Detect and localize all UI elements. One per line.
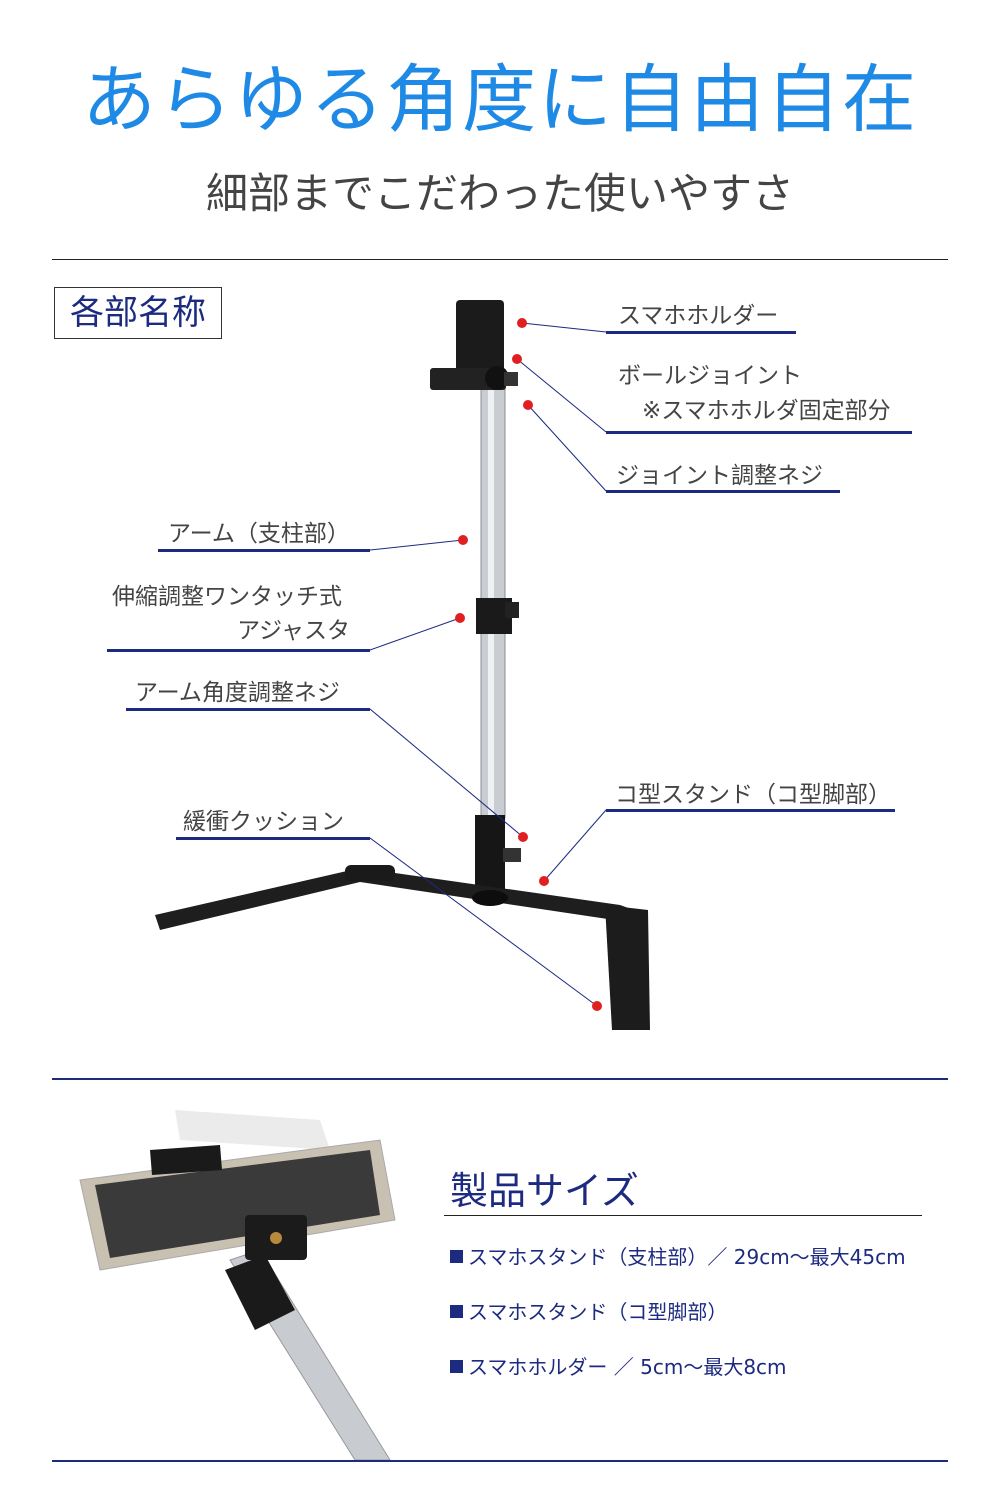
underline xyxy=(126,708,370,711)
leader-lines xyxy=(369,322,607,1007)
spec-text: スマホスタンド（支柱部）／ 29cm〜最大45cm xyxy=(468,1245,906,1269)
label-arm: アーム（支柱部） xyxy=(168,521,350,547)
label-base: コ型スタンド（コ型脚部） xyxy=(615,782,891,808)
callout-dots xyxy=(455,318,602,1011)
underline xyxy=(606,490,840,493)
label-adjuster: 伸縮調整ワンタッチ式 xyxy=(112,584,342,610)
divider xyxy=(444,1215,922,1216)
underline xyxy=(606,809,895,812)
label-ball-joint-note: ※スマホホルダ固定部分 xyxy=(642,398,891,424)
divider xyxy=(52,259,948,260)
label-cushion: 緩衝クッション xyxy=(183,809,344,835)
underline xyxy=(176,837,370,840)
spec-text: スマホスタンド（コ型脚部） xyxy=(468,1300,728,1324)
divider xyxy=(52,1460,948,1462)
stand-photo xyxy=(155,300,650,1030)
bullet-square-icon xyxy=(450,1305,463,1318)
parts-heading: 各部名称 xyxy=(54,287,222,339)
label-ball-joint: ボールジョイント xyxy=(618,363,802,389)
bullet-square-icon xyxy=(450,1360,463,1373)
page-subtitle: 細部までこだわった使いやすさ xyxy=(205,169,794,218)
divider xyxy=(52,1078,948,1080)
underline xyxy=(107,649,370,652)
label-adjuster-2: アジャスタ xyxy=(237,618,350,644)
bullet-square-icon xyxy=(450,1250,463,1263)
spec-item: スマホホルダー ／ 5cm〜最大8cm xyxy=(450,1351,787,1380)
spec-item: スマホスタンド（支柱部）／ 29cm〜最大45cm xyxy=(450,1241,906,1270)
size-heading: 製品サイズ xyxy=(450,1169,639,1213)
underline xyxy=(158,549,370,552)
underline xyxy=(606,431,912,434)
underline xyxy=(606,331,796,334)
label-phone-holder: スマホホルダー xyxy=(618,303,779,329)
page-title: あらゆる角度に自由自在 xyxy=(82,57,918,143)
spec-item: スマホスタンド（コ型脚部） xyxy=(450,1296,727,1325)
label-arm-angle-screw: アーム角度調整ネジ xyxy=(135,680,340,706)
holder-closeup-photo xyxy=(79,1110,396,1461)
label-joint-screw: ジョイント調整ネジ xyxy=(616,463,823,489)
spec-text: スマホホルダー ／ 5cm〜最大8cm xyxy=(468,1355,787,1379)
